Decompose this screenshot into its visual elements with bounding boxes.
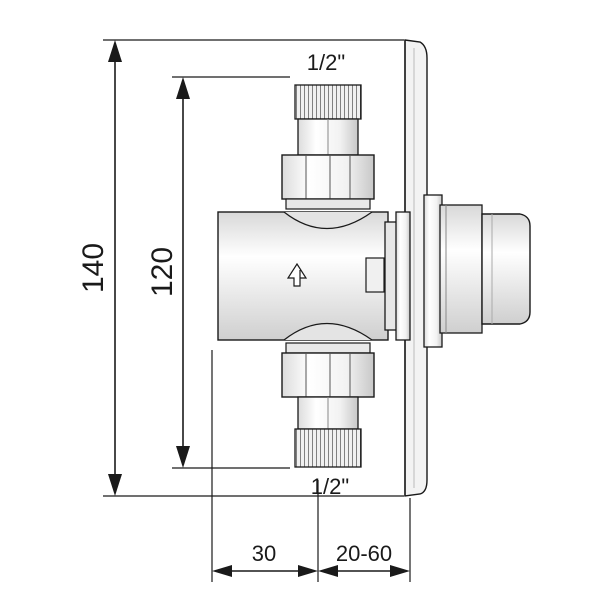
label-20-60: 20-60 — [336, 541, 392, 566]
flow-direction-arrow-icon — [286, 262, 308, 287]
dimension-140 — [103, 39, 404, 497]
label-bottom-thread: 1/2" — [311, 474, 349, 499]
label-30: 30 — [252, 541, 276, 566]
label-120: 120 — [146, 247, 179, 297]
dimension-20-60 — [318, 498, 411, 582]
dimension-120 — [172, 76, 290, 469]
label-top-thread: 1/2" — [307, 50, 345, 75]
push-button-assembly — [423, 194, 531, 348]
valve-body — [217, 211, 411, 341]
bottom-port — [281, 342, 375, 468]
top-port — [281, 84, 375, 210]
dimension-30 — [211, 350, 319, 582]
label-140: 140 — [77, 243, 110, 293]
